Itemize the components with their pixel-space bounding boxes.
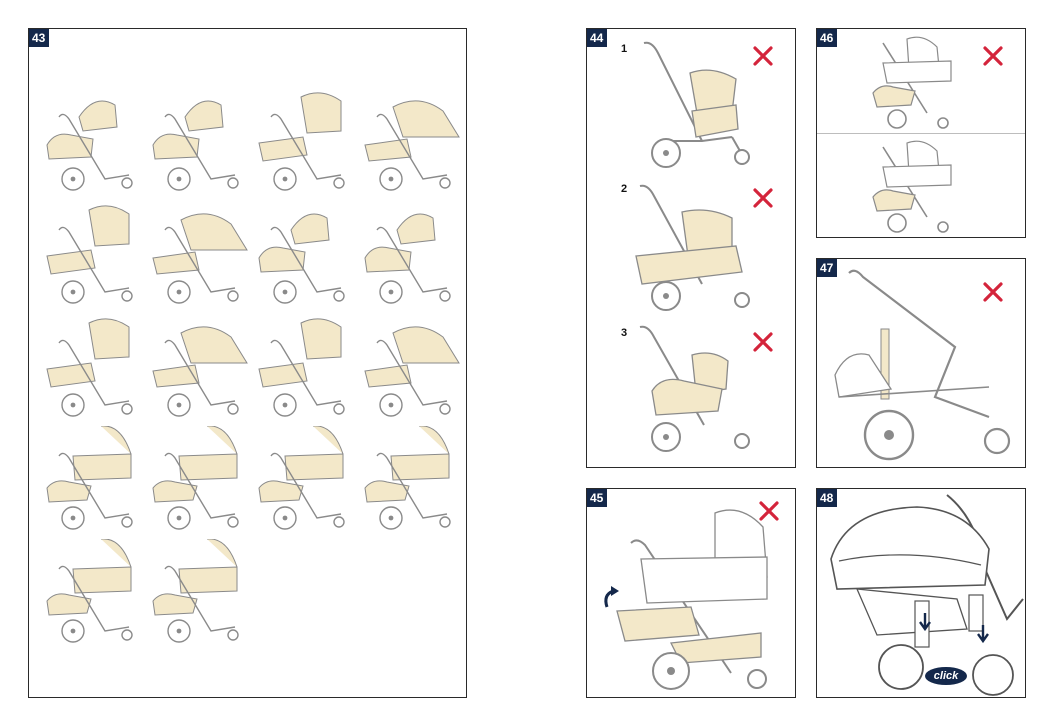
panel-46: 46 [816,28,1026,238]
cross-icon [753,332,773,352]
down-arrow-icon [977,625,989,644]
stroller-bassinet-illustration [635,184,750,311]
stroller-frame-car-seat-illustration [834,269,1011,461]
panel-number: 46 [817,29,838,47]
divider [817,133,1025,134]
cross-icon [753,46,773,66]
panel-48: 48 click [816,488,1026,698]
step-number: 2 [621,183,628,195]
stroller-config-bassinet [257,426,357,536]
down-arrow-icon [919,613,931,632]
cross-icon [983,46,1003,66]
panel-number: 47 [817,259,838,277]
cross-icon [983,282,1003,302]
stroller-closeup-illustration [830,494,1024,696]
stroller-config-seat-upright [45,313,145,423]
stroller-config-infant-seat [257,200,357,310]
stroller-config-infant-seat [151,87,251,197]
cross-icon [753,188,773,208]
stroller-bassinet-seat-illustration [616,509,768,690]
panel-47: 47 [816,258,1026,468]
cross-icon [759,501,779,521]
stroller-double-illustration [872,36,952,129]
stroller-config-seat-reclined [151,200,251,310]
stroller-config-infant-seat [363,200,463,310]
stroller-config-bassinet [151,426,251,536]
stroller-double-illustration [872,140,952,233]
stroller-config-bassinet [45,539,145,649]
stroller-config-seat-reclined [363,87,463,197]
stroller-config-seat-upright [257,87,357,197]
stroller-config-bassinet [151,539,251,649]
click-callout: click [925,667,967,685]
panel-number: 45 [587,489,608,507]
stroller-config-infant-seat [45,87,145,197]
stroller-car-seat-illustration [639,325,750,452]
stroller-config-bassinet [45,426,145,536]
stroller-config-seat-upright [45,200,145,310]
panel-number: 48 [817,489,838,507]
rotate-arrow-icon [604,586,619,608]
panel-44: 44 1 2 3 [586,28,796,468]
click-label: click [933,670,959,682]
panel-number: 44 [587,29,608,47]
stroller-config-seat-reclined [151,313,251,423]
step-number: 1 [621,43,628,55]
panel-43: 43 [28,28,467,698]
stroller-config-seat-reclined [363,313,463,423]
step-number: 3 [621,327,628,339]
panel-45: 45 [586,488,796,698]
stroller-config-seat-upright [257,313,357,423]
panel-number: 43 [29,29,50,47]
stroller-config-bassinet [363,426,463,536]
stroller-reclined-illustration [643,41,750,168]
